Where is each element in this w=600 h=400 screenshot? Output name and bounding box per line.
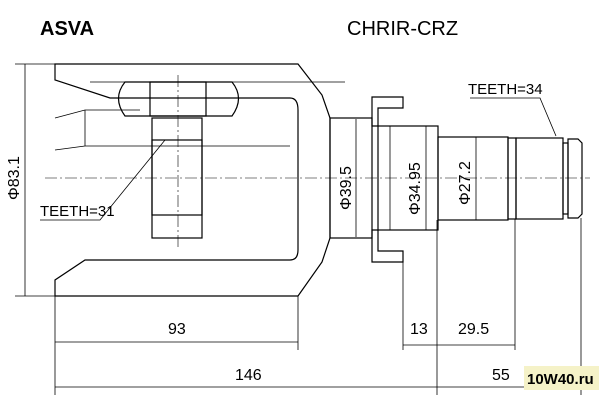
dim-shaft-diameter: Φ27.2 xyxy=(457,161,474,205)
dim-outer-diameter: Φ83.1 xyxy=(6,156,23,200)
spline xyxy=(515,137,564,220)
watermark: 10W40.ru xyxy=(527,371,594,388)
neck xyxy=(329,117,373,239)
dim-shaft-step-length: 29.5 xyxy=(458,321,489,338)
brand-label: ASVA xyxy=(40,18,94,40)
dim-housing-length: 93 xyxy=(168,321,186,338)
watermark-bg xyxy=(524,366,599,390)
dim-seal-diameter: Φ34.95 xyxy=(407,162,424,215)
teeth-inner-label: TEETH=31 xyxy=(40,203,115,220)
dim-stem-length: 55 xyxy=(492,367,510,384)
seal-flange xyxy=(371,96,404,263)
housing xyxy=(54,63,331,297)
dim-flange-length: 13 xyxy=(410,321,428,338)
part-number: CHRIR-CRZ xyxy=(347,18,458,40)
dim-neck-diameter: Φ39.5 xyxy=(338,166,355,210)
teeth-outer-label: TEETH=34 xyxy=(468,81,543,98)
dim-total-length: 146 xyxy=(235,367,262,384)
